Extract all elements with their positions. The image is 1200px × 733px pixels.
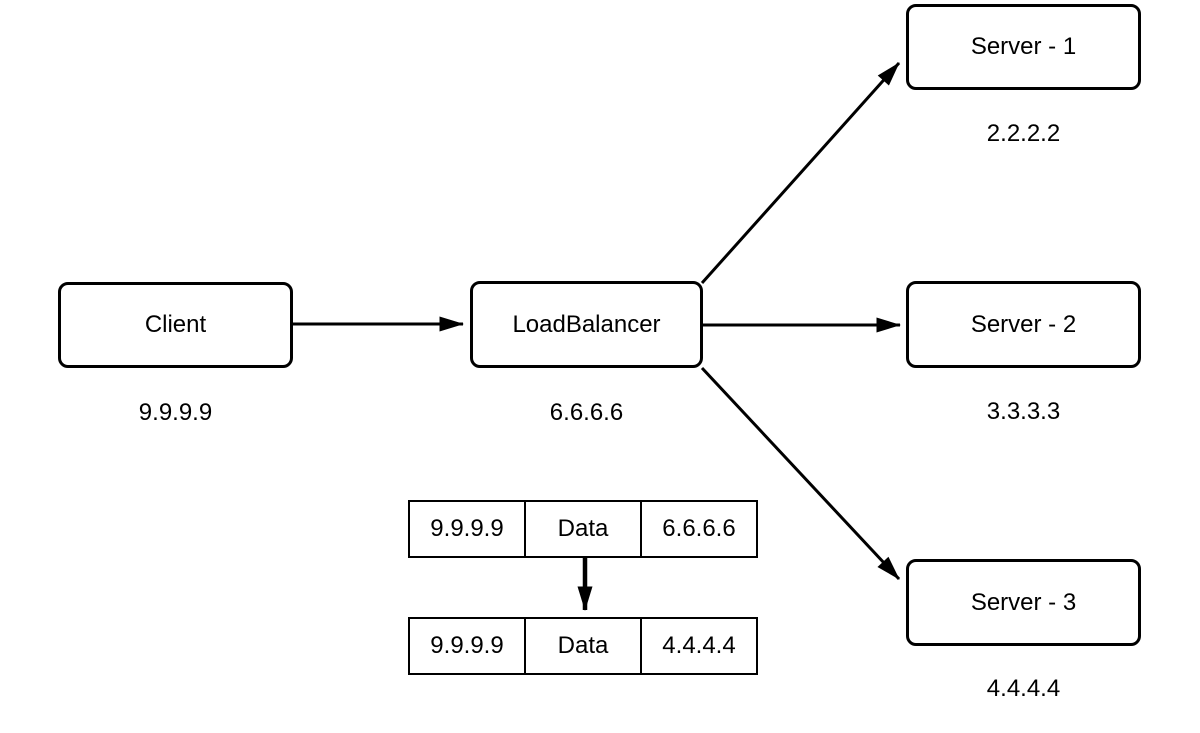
packet-after-source-cell: 9.9.9.9 [408, 617, 526, 675]
node-client: Client [58, 282, 293, 368]
node-server-1-label: Server - 1 [970, 33, 1077, 60]
packet-after-row: 9.9.9.9 Data 4.4.4.4 [408, 617, 758, 675]
packet-before-row: 9.9.9.9 Data 6.6.6.6 [408, 500, 758, 558]
ip-label-server-2: 3.3.3.3 [986, 398, 1061, 425]
node-loadbalancer-label: LoadBalancer [512, 310, 661, 338]
packet-before-source-cell: 9.9.9.9 [408, 500, 526, 558]
node-server-2-label: Server - 2 [970, 310, 1077, 338]
node-server-3: Server - 3 [906, 559, 1141, 646]
ip-label-server-1: 2.2.2.2 [986, 120, 1061, 147]
arrow-loadbalancer-to-server-3 [700, 366, 901, 581]
packet-after-destination-cell: 4.4.4.4 [640, 617, 758, 675]
ip-label-loadbalancer: 6.6.6.6 [549, 399, 624, 426]
ip-label-server-3: 4.4.4.4 [986, 675, 1061, 702]
node-client-label: Client [144, 311, 207, 338]
node-server-3-label: Server - 3 [970, 588, 1077, 616]
packet-after-payload-cell: Data [524, 617, 642, 675]
ip-label-client: 9.9.9.9 [138, 399, 213, 426]
packet-before-payload-cell: Data [524, 500, 642, 558]
node-server-2: Server - 2 [906, 281, 1141, 368]
arrow-loadbalancer-to-server-1 [700, 61, 901, 285]
packet-before-destination-cell: 6.6.6.6 [640, 500, 758, 558]
node-loadbalancer: LoadBalancer [470, 281, 703, 368]
node-server-1: Server - 1 [906, 4, 1141, 90]
